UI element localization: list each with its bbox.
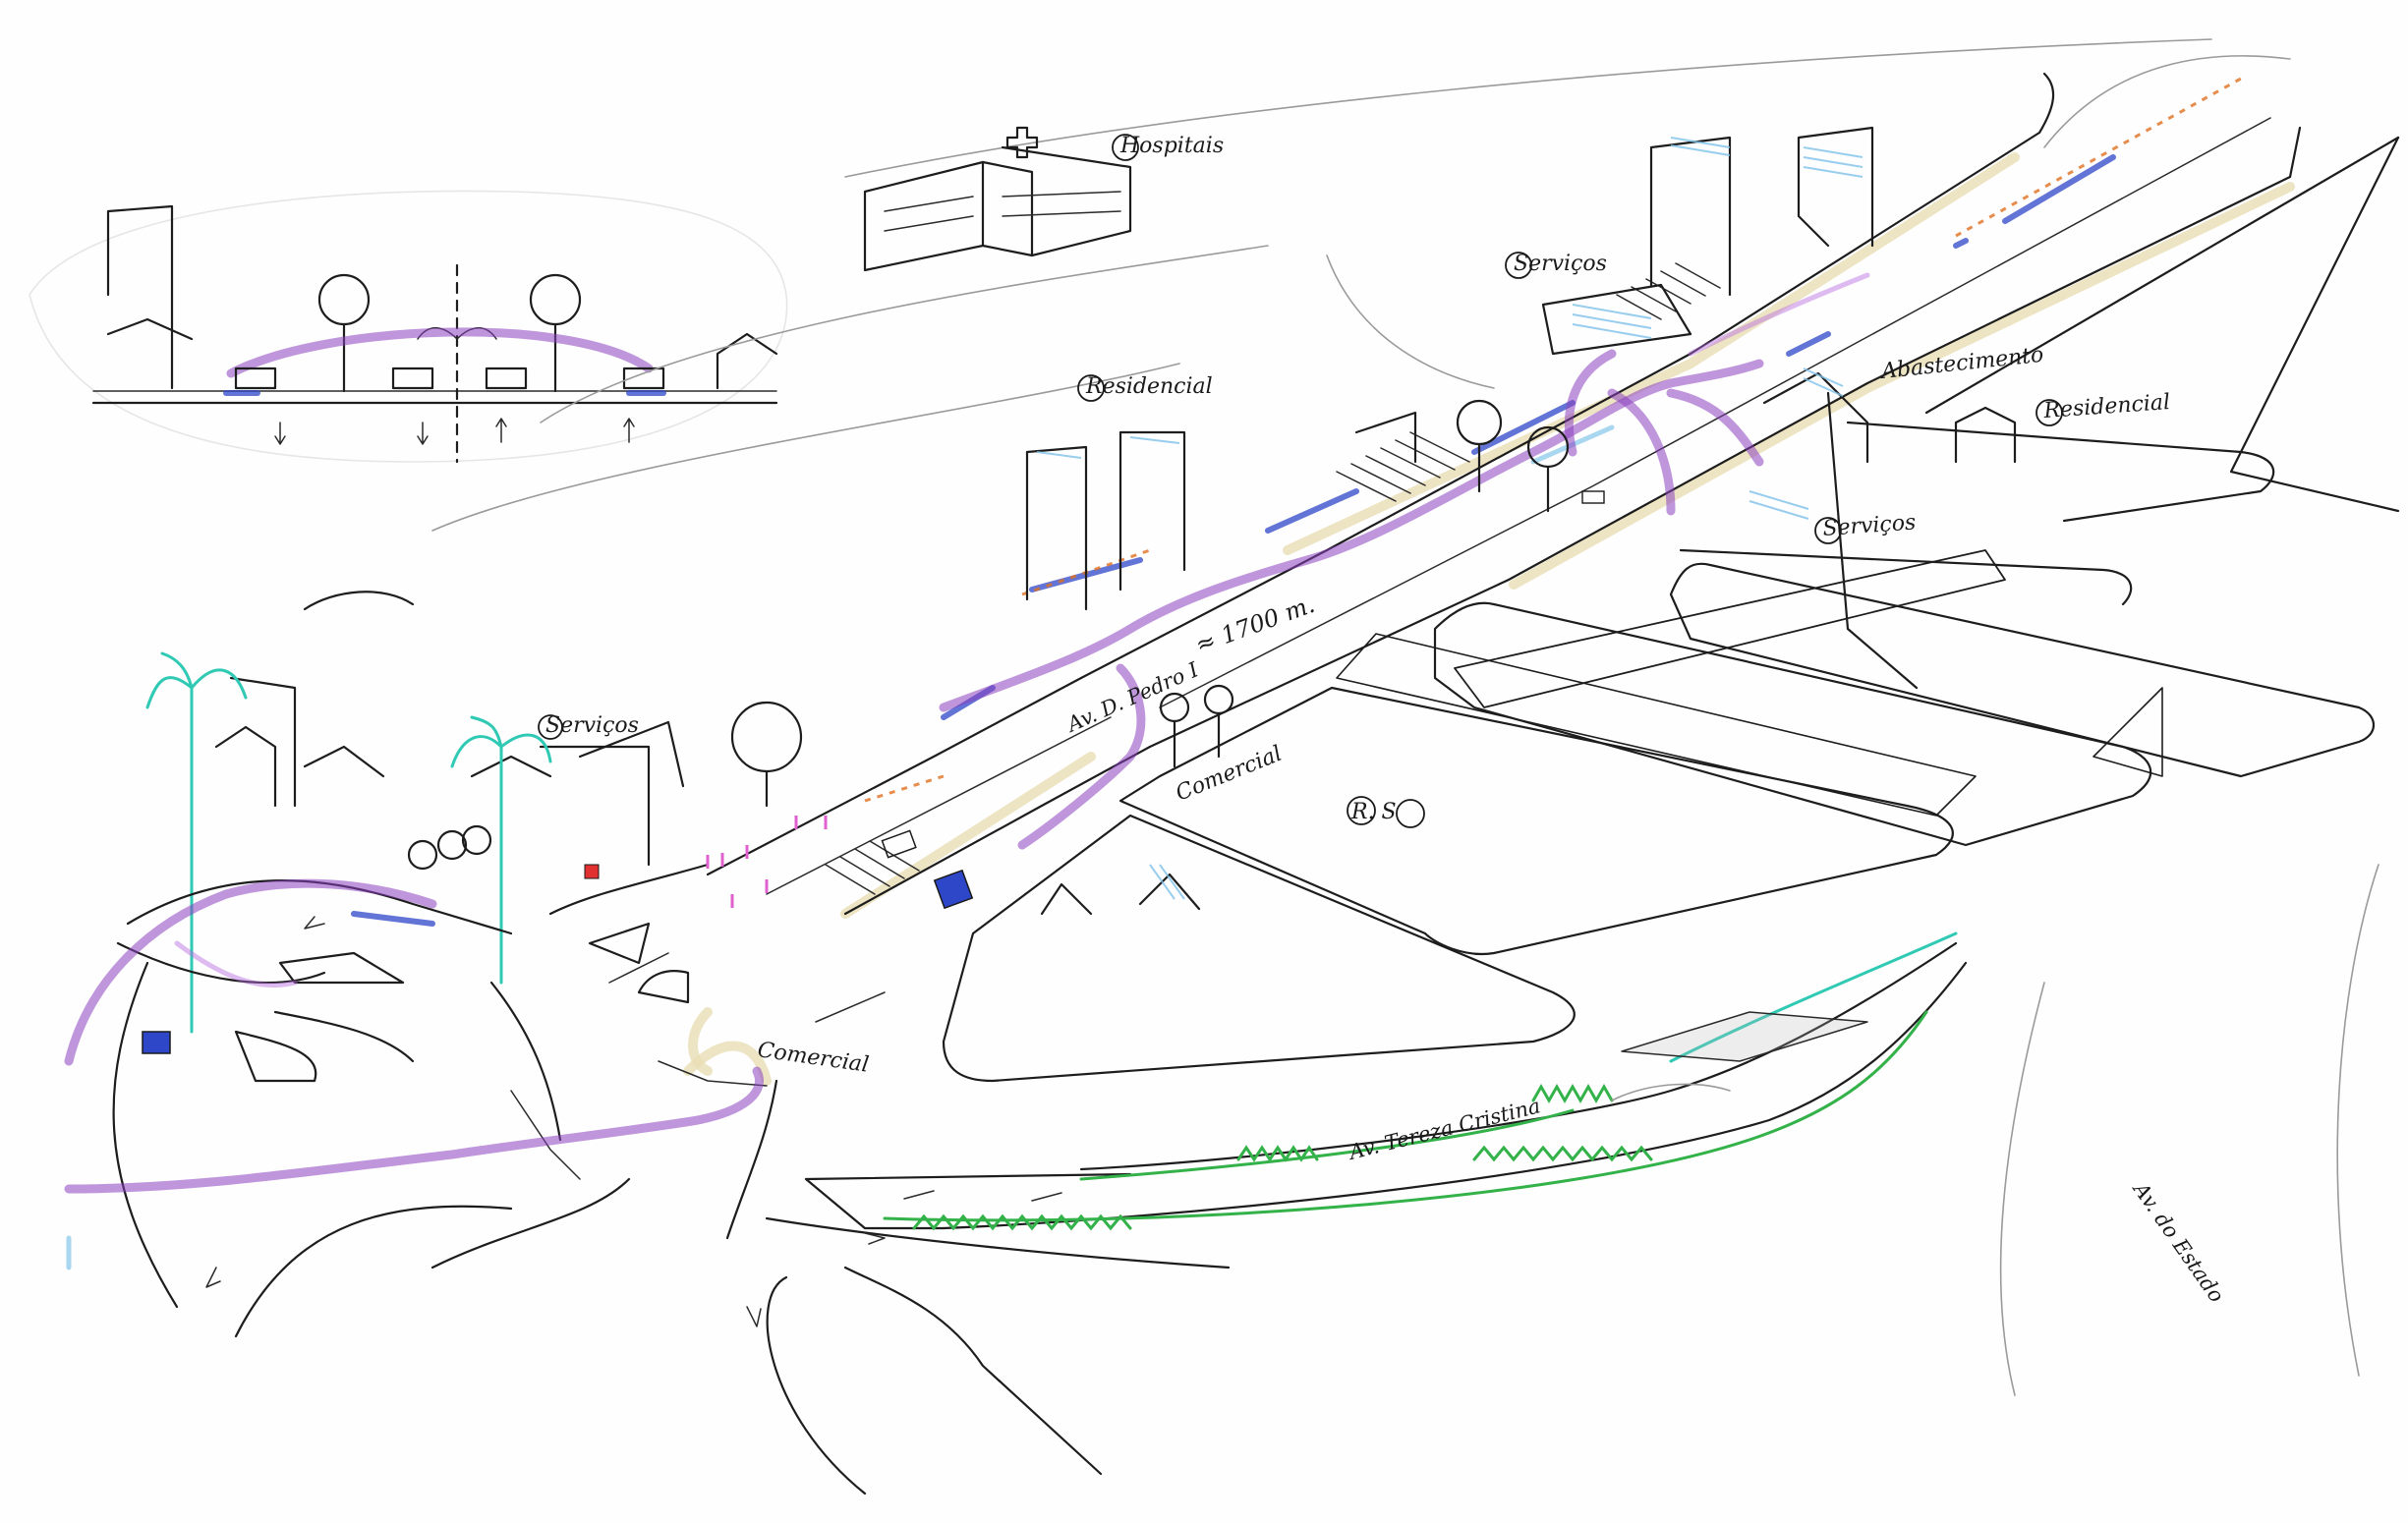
label-av-tereza: Av. Tereza Cristina xyxy=(1345,1094,1542,1164)
pedestrian-marks xyxy=(706,816,828,908)
plan-labels: Hospitais Serviços Residencial Abastecim… xyxy=(538,134,2229,1307)
left-interchange xyxy=(64,863,1231,1495)
label-servicos-right: Serviços xyxy=(1822,510,1917,541)
label-r-s: R. S xyxy=(1350,800,1397,824)
label-residencial-right: Residencial xyxy=(2042,390,2171,423)
buildings xyxy=(214,126,2017,916)
palm-trees xyxy=(145,651,552,1034)
label-comercial-mid: Comercial xyxy=(1173,742,1286,807)
vehicles xyxy=(584,490,1605,910)
label-residencial-top: Residencial xyxy=(1085,374,1213,399)
terrain-contours xyxy=(431,38,2379,1396)
hospital-cross-icon xyxy=(1005,126,1039,159)
trees xyxy=(407,399,1570,871)
tree-icon xyxy=(529,273,582,326)
label-servicos-left: Serviços xyxy=(545,713,639,738)
city-blocks xyxy=(942,136,2400,1083)
label-av-estado: Av. do Estado xyxy=(2128,1176,2229,1307)
label-av-d-pedro: Av. D. Pedro I xyxy=(1061,657,1202,737)
label-servicos-top: Serviços xyxy=(1514,252,1607,276)
crosswalk xyxy=(825,262,1721,895)
park-avenue-strip xyxy=(804,931,1968,1231)
label-distance: ≈ 1700 m. xyxy=(1191,591,1318,659)
bus-icon xyxy=(142,1031,171,1054)
label-comercial-low: Comercial xyxy=(756,1038,870,1078)
bus-icon xyxy=(234,367,665,390)
street-cross-section-inset xyxy=(29,190,788,464)
label-abastecimento: Abastecimento xyxy=(1878,343,2044,384)
tree-icon xyxy=(317,273,371,326)
label-hospitais: Hospitais xyxy=(1119,134,1224,158)
main-avenue xyxy=(683,72,2302,1086)
